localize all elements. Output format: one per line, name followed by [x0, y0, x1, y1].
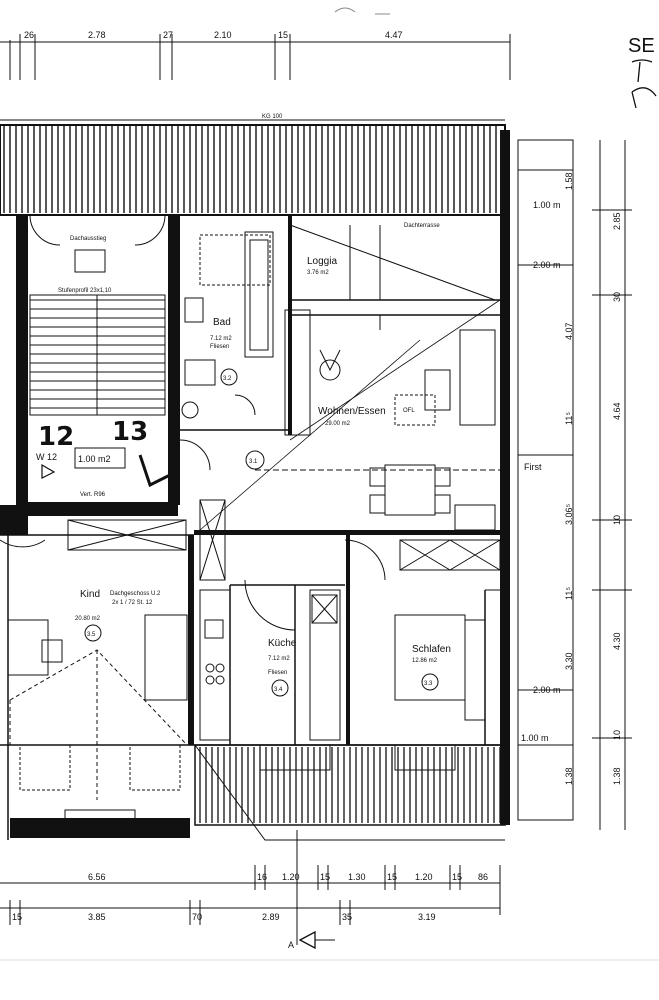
kind-furniture [7, 519, 188, 821]
right-dim-5: 4.64 [612, 402, 622, 420]
bottom-dim-1: 6.56 [88, 872, 106, 882]
loggia [289, 224, 501, 441]
right-dim-13: 1.38 [564, 767, 574, 785]
room-schlafen-area: 12.86 m2 [412, 658, 438, 664]
top-dim-4: 2.10 [214, 30, 232, 40]
top-dim-6: 4.47 [385, 30, 403, 40]
bottom-dim-3: 1.20 [282, 872, 300, 882]
room-kueche-marker: 3.4 [274, 687, 283, 693]
hatch-box [74, 249, 106, 273]
room-loggia-area: 3.76 m2 [307, 270, 329, 276]
room-kind-marker: 3.5 [87, 632, 96, 638]
bottom-dim-7: 1.20 [415, 872, 433, 882]
dachausstieg-label: Dachausstieg [70, 236, 106, 242]
room-bad-floor: Fliesen [210, 344, 229, 350]
room-wohnen-name: Wohnen/Essen [318, 406, 386, 417]
right-dimension-chain [517, 139, 632, 830]
triangle-marker-icon [41, 463, 56, 479]
bottom-dim-15: 3.19 [418, 912, 436, 922]
right-dim-14: 1.38 [612, 767, 622, 785]
right-label-4: 1.00 m [521, 733, 549, 743]
room-bad-area: 7.12 m2 [210, 336, 232, 342]
handwritten-13: 13 [112, 417, 148, 447]
section-marker: A [288, 940, 294, 950]
loggia-note: Dachterrasse [404, 223, 440, 229]
bottom-dim-5: 1.30 [348, 872, 366, 882]
right-dim-4: 4.07 [564, 322, 574, 340]
room-kind-area: 20.80 m2 [75, 616, 101, 622]
top-dimension-chain [0, 34, 511, 80]
right-dim-2: 2.85 [612, 212, 622, 230]
room-schlafen-marker: 3.3 [424, 681, 433, 687]
room-schlafen-name: Schlafen [412, 644, 451, 655]
bottom-dim-4: 15 [320, 872, 330, 882]
living-furniture [199, 315, 500, 531]
room-wohnen-area: 29.00 m2 [325, 421, 351, 427]
handwritten-12: 12 [38, 422, 74, 452]
right-dim-8: 10 [612, 515, 622, 525]
room-kueche-name: Küche [268, 638, 297, 649]
right-label-3: 2.00 m [533, 685, 561, 695]
stair-note: Stufenprofil 23x1,10 [58, 288, 112, 294]
right-label-2: 2.00 m [533, 260, 561, 270]
kitchen-furniture [199, 499, 341, 771]
first-label: First [524, 462, 542, 472]
bottom-dim-8: 15 [452, 872, 462, 882]
dachfenster-note: Dachgeschoss U.2 [110, 591, 161, 597]
top-dim-3: 27 [163, 30, 173, 40]
right-dim-9: 11⁵ [564, 587, 574, 600]
roof-hatch-top: KG 100 [0, 114, 506, 216]
wc-label: W 12 [36, 452, 57, 462]
bottom-dim-6: 15 [387, 872, 397, 882]
right-label-1: 1.00 m [533, 200, 561, 210]
top-dim-2: 2.78 [88, 30, 106, 40]
bottom-dim-13: 2.89 [262, 912, 280, 922]
room-bad-name: Bad [213, 317, 231, 328]
right-dim-11: 3.30 [564, 652, 574, 670]
top-dim-1: 26 [24, 30, 34, 40]
right-dim-12: 10 [612, 730, 622, 740]
bottom-dim-11: 3.85 [88, 912, 106, 922]
bottom-dimension-chain [0, 830, 501, 945]
room-kind-name: Kind [80, 589, 100, 600]
top-dim-5: 15 [278, 30, 288, 40]
right-dim-7: 3.06⁵ [564, 503, 574, 525]
right-dim-10: 4.30 [612, 632, 622, 650]
corner-note: SE [628, 35, 655, 57]
corner-scribble [631, 59, 657, 109]
bottom-dim-14: 35 [342, 912, 352, 922]
dachfenster-note2: 2x 1 / 72 St. 12 [112, 600, 153, 606]
bottom-dim-9: 86 [478, 872, 488, 882]
room-wohnen-marker: 3.1 [249, 459, 258, 465]
bottom-dim-2: 16 [257, 872, 267, 882]
vert-note: Vert. R96 [80, 492, 106, 498]
room-kueche-area: 7.12 m2 [268, 656, 290, 662]
stair-area: 1.00 m2 [78, 454, 111, 464]
right-dim-1: 1.58 [564, 172, 574, 190]
walls [0, 130, 510, 838]
roof-hatch-bottom [194, 744, 506, 841]
bottom-dim-12: 70 [192, 912, 202, 922]
schlafen-furniture [394, 539, 501, 771]
staircase [29, 294, 166, 416]
right-dim-3: 30 [612, 292, 622, 302]
ofl-label: OFL [403, 408, 415, 414]
right-dim-6: 11⁵ [564, 412, 574, 425]
room-loggia-name: Loggia [307, 256, 337, 267]
room-kueche-floor: Fliesen [268, 670, 287, 676]
room-bad-marker: 3.2 [223, 376, 232, 382]
bottom-dim-10: 15 [12, 912, 22, 922]
roof-note: KG 100 [262, 114, 283, 120]
